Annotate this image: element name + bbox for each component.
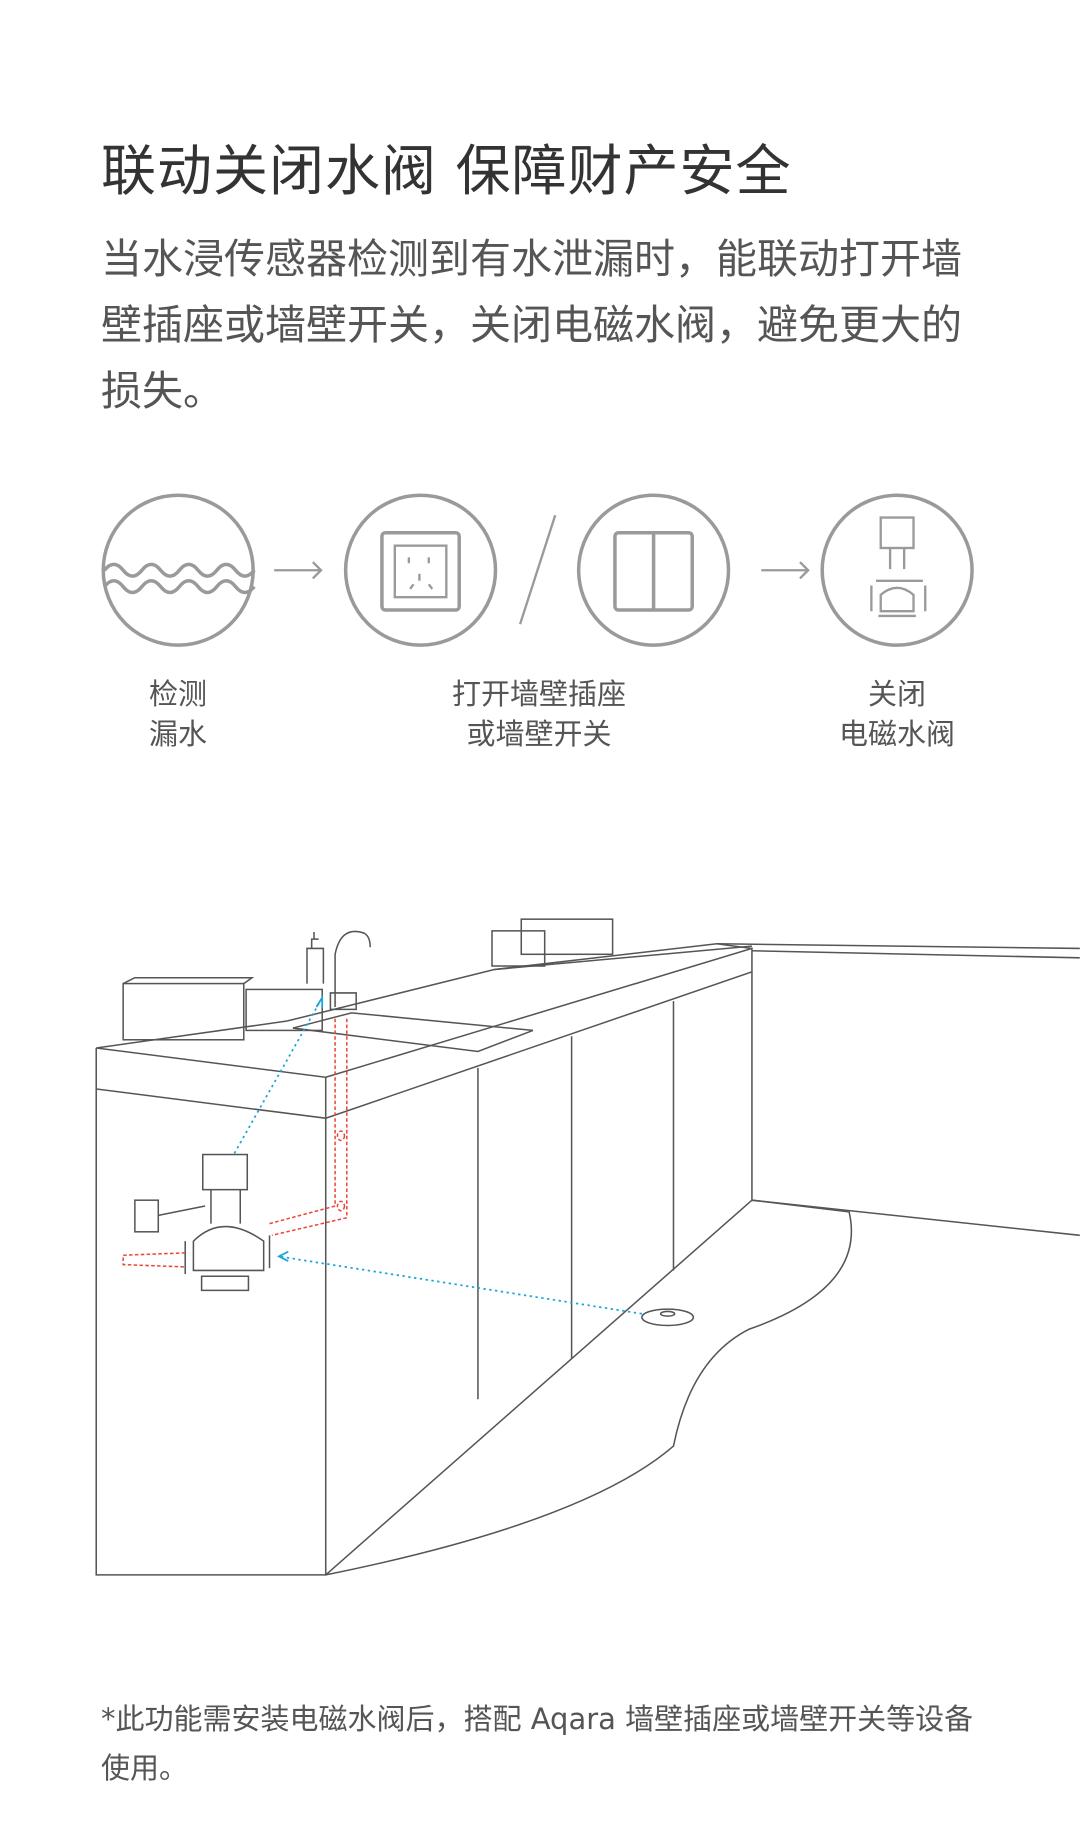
signal-arrows — [233, 994, 643, 1315]
water-wave-icon — [101, 493, 256, 647]
page-title: 联动关闭水阀 保障财产安全 — [101, 139, 792, 203]
kitchen-illustration — [95, 918, 1080, 1576]
label-line: 或墙壁开关 — [466, 717, 612, 751]
wall-switch-icon — [576, 493, 731, 647]
label-line: 检测 — [148, 677, 207, 711]
arrow-icon — [761, 561, 810, 580]
step-label-valve: 关闭 电磁水阀 — [737, 674, 1057, 754]
water-pipes — [122, 1018, 348, 1268]
solenoid-valve-icon — [820, 493, 974, 647]
wall-socket-icon — [343, 493, 498, 647]
label-line: 打开墙壁插座 — [451, 677, 626, 711]
step-label-switch: 打开墙壁插座 或墙壁开关 — [379, 674, 699, 754]
arrow-icon — [274, 561, 323, 580]
slash-divider — [518, 514, 557, 625]
step-label-detect: 检测 漏水 — [18, 674, 338, 754]
description: 当水浸传感器检测到有水泄漏时，能联动打开墙壁插座或墙壁开关，关闭电磁水阀，避免更… — [101, 235, 962, 415]
label-line: 漏水 — [148, 717, 207, 751]
label-line: 关闭 — [867, 677, 926, 711]
footnote: *此功能需安装电磁水阀后，搭配 Aqara 墙壁插座或墙壁开关等设备使用。 — [101, 1702, 974, 1785]
label-line: 电磁水阀 — [838, 717, 955, 751]
